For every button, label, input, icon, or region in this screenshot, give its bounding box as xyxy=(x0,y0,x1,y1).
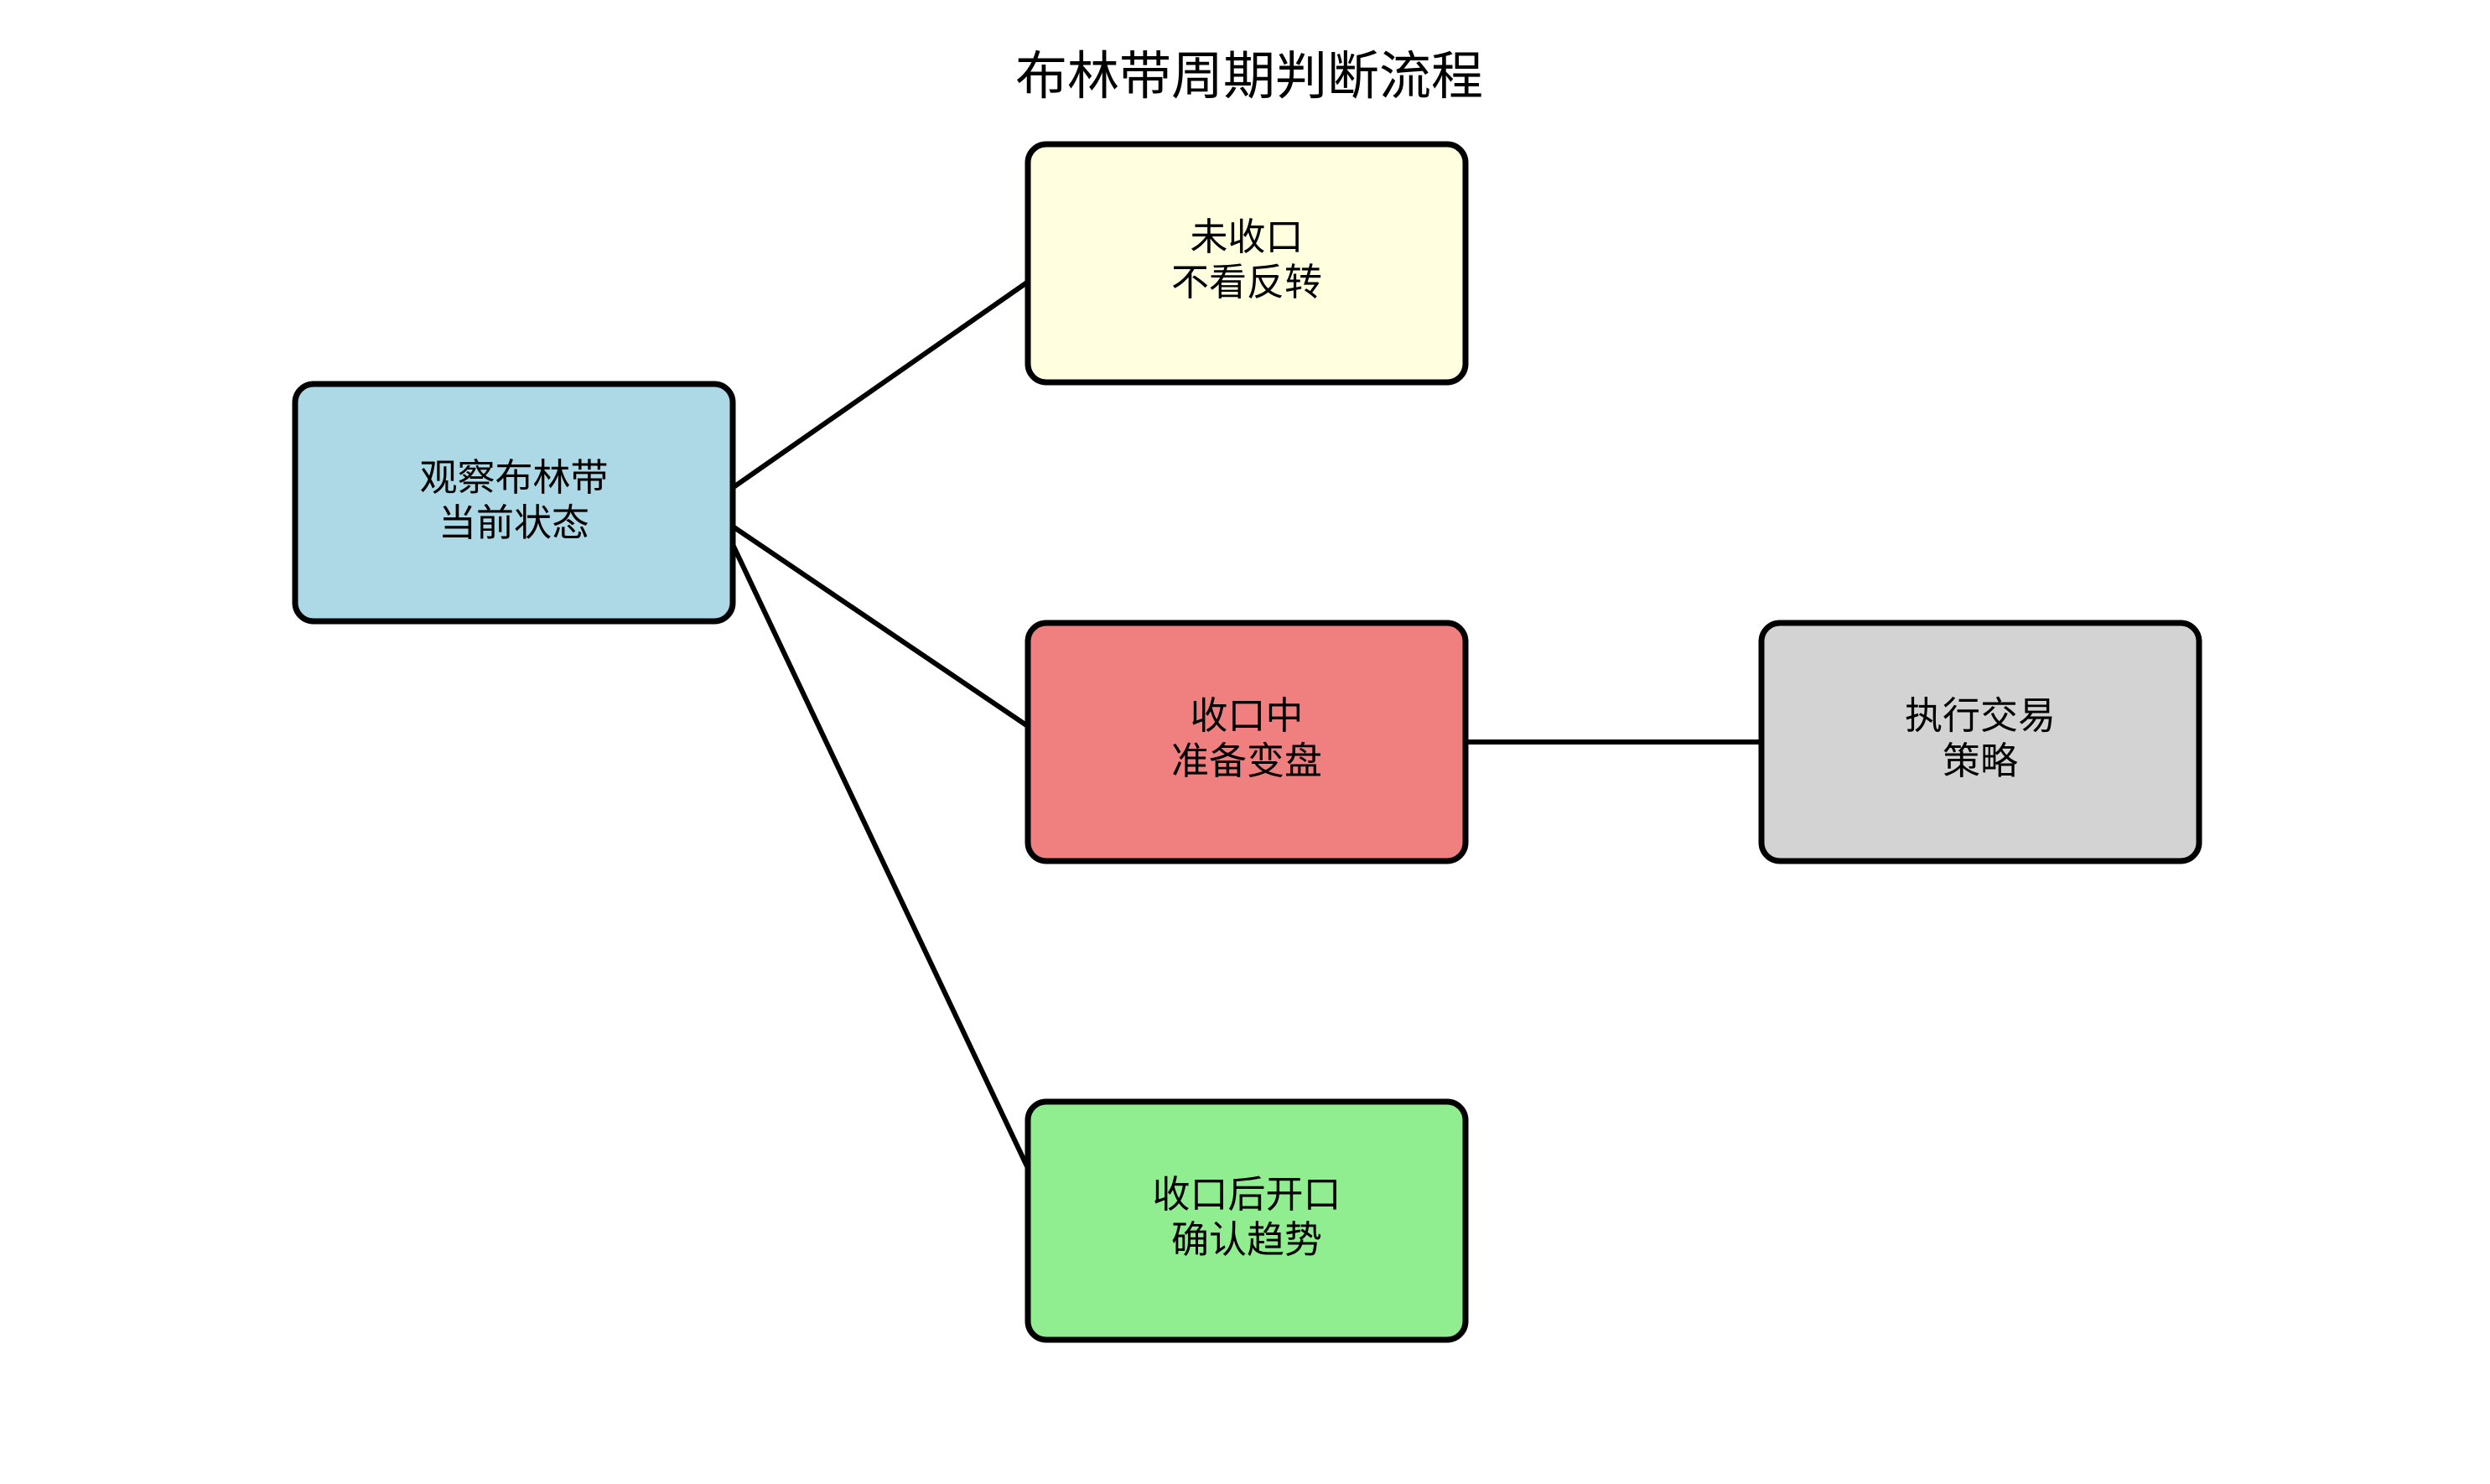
node-execute-line1: 执行交易 xyxy=(1905,693,2056,738)
node-narrowing-line2: 准备变盘 xyxy=(1171,739,1322,783)
node-observe-line1: 观察布林带 xyxy=(419,455,608,500)
node-narrowing-box xyxy=(1025,620,1469,864)
node-not-narrowing-line1: 未收口 xyxy=(1190,215,1303,259)
node-not-narrowing: 未收口 不看反转 xyxy=(1025,141,1469,386)
node-execute: 执行交易 策略 xyxy=(1758,620,2202,864)
node-observe-box xyxy=(292,381,736,625)
node-after-opening-box xyxy=(1025,1098,1469,1343)
node-observe-line2: 当前状态 xyxy=(438,501,589,545)
node-after-opening-line1: 收口后开口 xyxy=(1152,1172,1341,1217)
node-after-opening-line2: 确认趋势 xyxy=(1171,1217,1322,1262)
edge-observe-to-after-opening xyxy=(712,504,1052,1213)
node-not-narrowing-line2: 不看反转 xyxy=(1171,260,1322,304)
edge-observe-to-not-narrowing xyxy=(713,269,1044,503)
edge-narrowing-to-execute xyxy=(1450,733,1776,751)
node-execute-box xyxy=(1758,620,2202,864)
edge-observe-to-narrowing xyxy=(713,511,1047,738)
node-after-opening: 收口后开口 确认趋势 xyxy=(1025,1098,1469,1343)
node-narrowing: 收口中 准备变盘 xyxy=(1025,620,1469,864)
node-not-narrowing-box xyxy=(1025,141,1469,386)
node-narrowing-line1: 收口中 xyxy=(1190,693,1303,738)
node-execute-line2: 策略 xyxy=(1943,739,2018,783)
node-observe: 观察布林带 当前状态 xyxy=(292,381,736,625)
diagram-title: 布林带周期判断流程 xyxy=(1015,45,1483,106)
